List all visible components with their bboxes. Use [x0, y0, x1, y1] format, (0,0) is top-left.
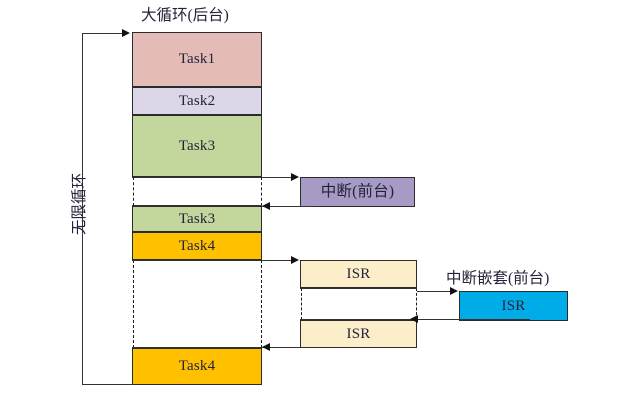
interrupt-return-arrow: [262, 201, 270, 210]
isr-return-line: [262, 347, 302, 348]
interrupt-enter-arrow: [291, 172, 299, 181]
task3-first-block: Task3: [132, 115, 262, 177]
isr-enter-line: [262, 260, 293, 261]
isr-upper-block: ISR: [300, 260, 417, 288]
isr-enter-arrow: [291, 255, 299, 264]
suspend-gap1-right-dash: [261, 177, 262, 206]
task2-block: Task2: [132, 87, 262, 115]
suspend-gap1-left-dash: [133, 177, 134, 206]
gap2-bottom-rule: [132, 347, 262, 348]
background-loop-title: 大循环(后台): [141, 7, 229, 24]
isr-gap-top-rule: [300, 288, 417, 289]
interrupt-enter-line: [262, 177, 293, 178]
task4-second-block: Task4: [132, 348, 262, 385]
isr-gap-right-dash: [416, 288, 417, 320]
task1-block: Task1: [132, 32, 262, 87]
interrupt-foreground-block: 中断(前台): [300, 177, 415, 207]
task4-first-block: Task4: [132, 232, 262, 260]
interrupt-return-line: [262, 206, 315, 207]
nested-interrupt-title: 中断嵌套(前台): [446, 270, 550, 287]
isr-gap-bottom-rule: [300, 319, 417, 320]
nested-return-line: [417, 319, 530, 320]
suspend-gap2-left-dash: [133, 260, 134, 348]
gap1-top-rule: [132, 177, 262, 178]
interrupt-return-riser: [314, 206, 315, 207]
nested-enter-arrow: [450, 286, 458, 295]
isr-return-arrow: [262, 342, 270, 351]
loop-bracket-bottom: [82, 384, 132, 385]
nested-return-arrow: [410, 314, 418, 323]
suspend-gap2-right-dash: [261, 260, 262, 348]
loop-arrow-head: [122, 28, 130, 37]
gap1-bottom-rule: [132, 205, 262, 206]
loop-bracket-top: [82, 33, 124, 34]
loop-bracket-spine: [82, 33, 83, 384]
bottom-caption: [236, 396, 596, 405]
gap2-top-rule: [132, 260, 262, 261]
isr-nested-block: ISR: [459, 291, 568, 321]
nested-enter-line: [417, 291, 452, 292]
isr-gap-left-dash: [301, 288, 302, 320]
isr-lower-block: ISR: [300, 320, 417, 348]
task3-second-block: Task3: [132, 206, 262, 232]
infinite-loop-label: 无限循环: [71, 172, 88, 235]
